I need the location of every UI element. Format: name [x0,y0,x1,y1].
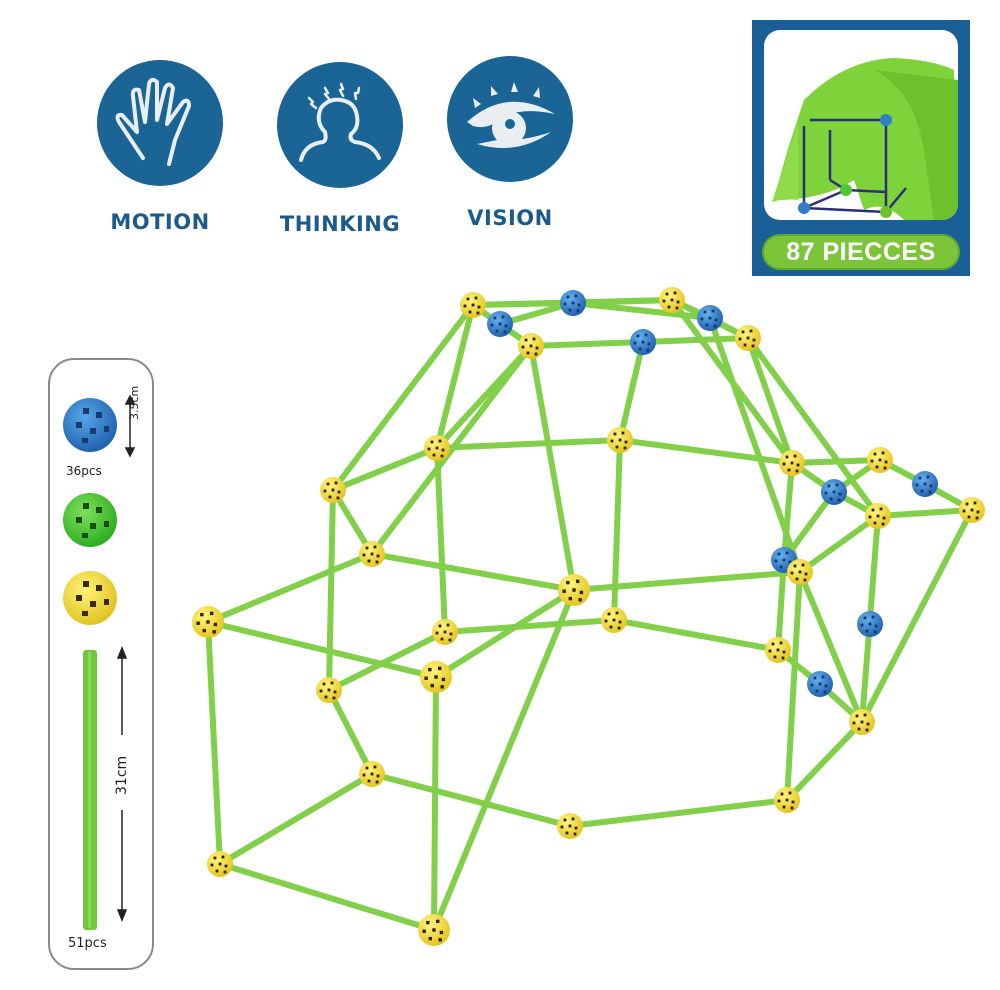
hand-icon [97,60,223,186]
yellow-connector-ball [432,619,458,645]
frame-rod [217,861,437,933]
frame-rod [217,771,375,867]
yellow-connector-ball [849,709,875,735]
yellow-connector-ball [424,435,450,461]
frame-rod [326,629,448,693]
yellow-connector-ball [420,661,452,693]
frame-rod [781,489,837,563]
feature-label: MOTION [110,210,210,234]
feature-thinking: THINKING [275,62,405,236]
frame-rod [611,617,781,653]
frame-rod [789,457,883,466]
product-badge: 87 PIECCES [752,20,970,276]
yellow-connector-ball [320,477,346,503]
blue-connector-ball [857,611,883,637]
frame-rod [330,445,440,493]
frame-rod [369,771,573,829]
frame-rod [434,437,623,451]
frame-rod [528,339,646,349]
frame-rod [617,437,795,466]
yellow-connector-ball [359,761,385,787]
yellow-connector-ball [460,292,486,318]
blue-connector-ball [487,311,513,337]
parts-panel: 3.5cm 36pcs 31cm 51pcs [48,358,154,970]
rod-count-label: 51pcs [68,936,107,951]
frame-rod [797,513,881,575]
pieces-count-badge: 87 PIECCES [762,234,960,270]
frame-rod [528,343,577,593]
yellow-connector-ball [765,637,791,663]
yellow-connector-ball [207,851,233,877]
size-arrow-icon [124,394,136,458]
head-thinking-icon [277,62,403,188]
blue-connector-ball [807,671,833,697]
yellow-connector-ball [601,607,627,633]
frame-rod [434,302,476,451]
blue-connector-ball [697,305,723,331]
feature-vision: VISION [445,56,575,230]
frame-rod [797,569,865,725]
frame-rod [640,335,751,345]
frame-rod [571,569,803,593]
feature-label: VISION [467,206,553,230]
eye-icon [447,56,573,182]
frame-rod [330,302,476,493]
frame-rod [470,300,576,308]
yellow-connector-ball [558,574,590,606]
yellow-connector-ball [735,325,761,351]
blue-connector-ball [63,398,117,452]
frame-rod [369,551,577,593]
yellow-connector-ball [959,497,985,523]
frame-rod [326,687,375,777]
yellow-connector-ball [192,606,224,638]
yellow-connector-ball [359,541,385,567]
frame-rod [442,617,617,635]
frame-rod [745,335,881,519]
yellow-connector-ball [865,503,891,529]
frame-rod [570,297,675,306]
feature-label: THINKING [279,212,401,236]
yellow-connector-ball [557,813,583,839]
yellow-connector-ball [779,450,805,476]
frame-rod [205,551,375,625]
length-arrow-icon [116,645,128,923]
yellow-connector-ball [316,677,342,703]
blue-connector-ball [912,471,938,497]
yellow-connector-ball [659,287,685,313]
blue-connector-ball [560,290,586,316]
frame-rod [326,487,336,693]
frame-rod [433,587,577,680]
frame-rod [434,445,448,635]
frame-rod [431,674,439,933]
frame-rod [567,797,790,829]
frame-rod [205,619,223,867]
blue-connector-ball [630,329,656,355]
yellow-connector-ball [63,571,117,625]
frame-rod [784,569,803,803]
feature-motion: MOTION [95,60,225,234]
tent-fort-cover-image [764,30,958,220]
frame-rod [781,460,795,563]
frame-rod [784,719,865,803]
yellow-connector-ball [418,914,450,946]
frame-rod [570,300,713,321]
yellow-connector-ball [607,427,633,453]
frame-rod [775,557,787,653]
yellow-connector-ball [518,333,544,359]
frame-rod [617,339,646,443]
frame-rod [745,335,795,466]
frame-rod [859,507,975,725]
frame-rod [205,619,439,680]
yellow-connector-ball [867,447,893,473]
yellow-connector-ball [787,559,813,585]
blue-connector-ball [821,479,847,505]
green-connector-ball [63,493,117,547]
frame-rod [875,507,975,519]
yellow-connector-ball [774,787,800,813]
frame-rod [431,587,577,933]
frame-rod [611,437,623,623]
connector-count-label: 36pcs [66,464,102,478]
